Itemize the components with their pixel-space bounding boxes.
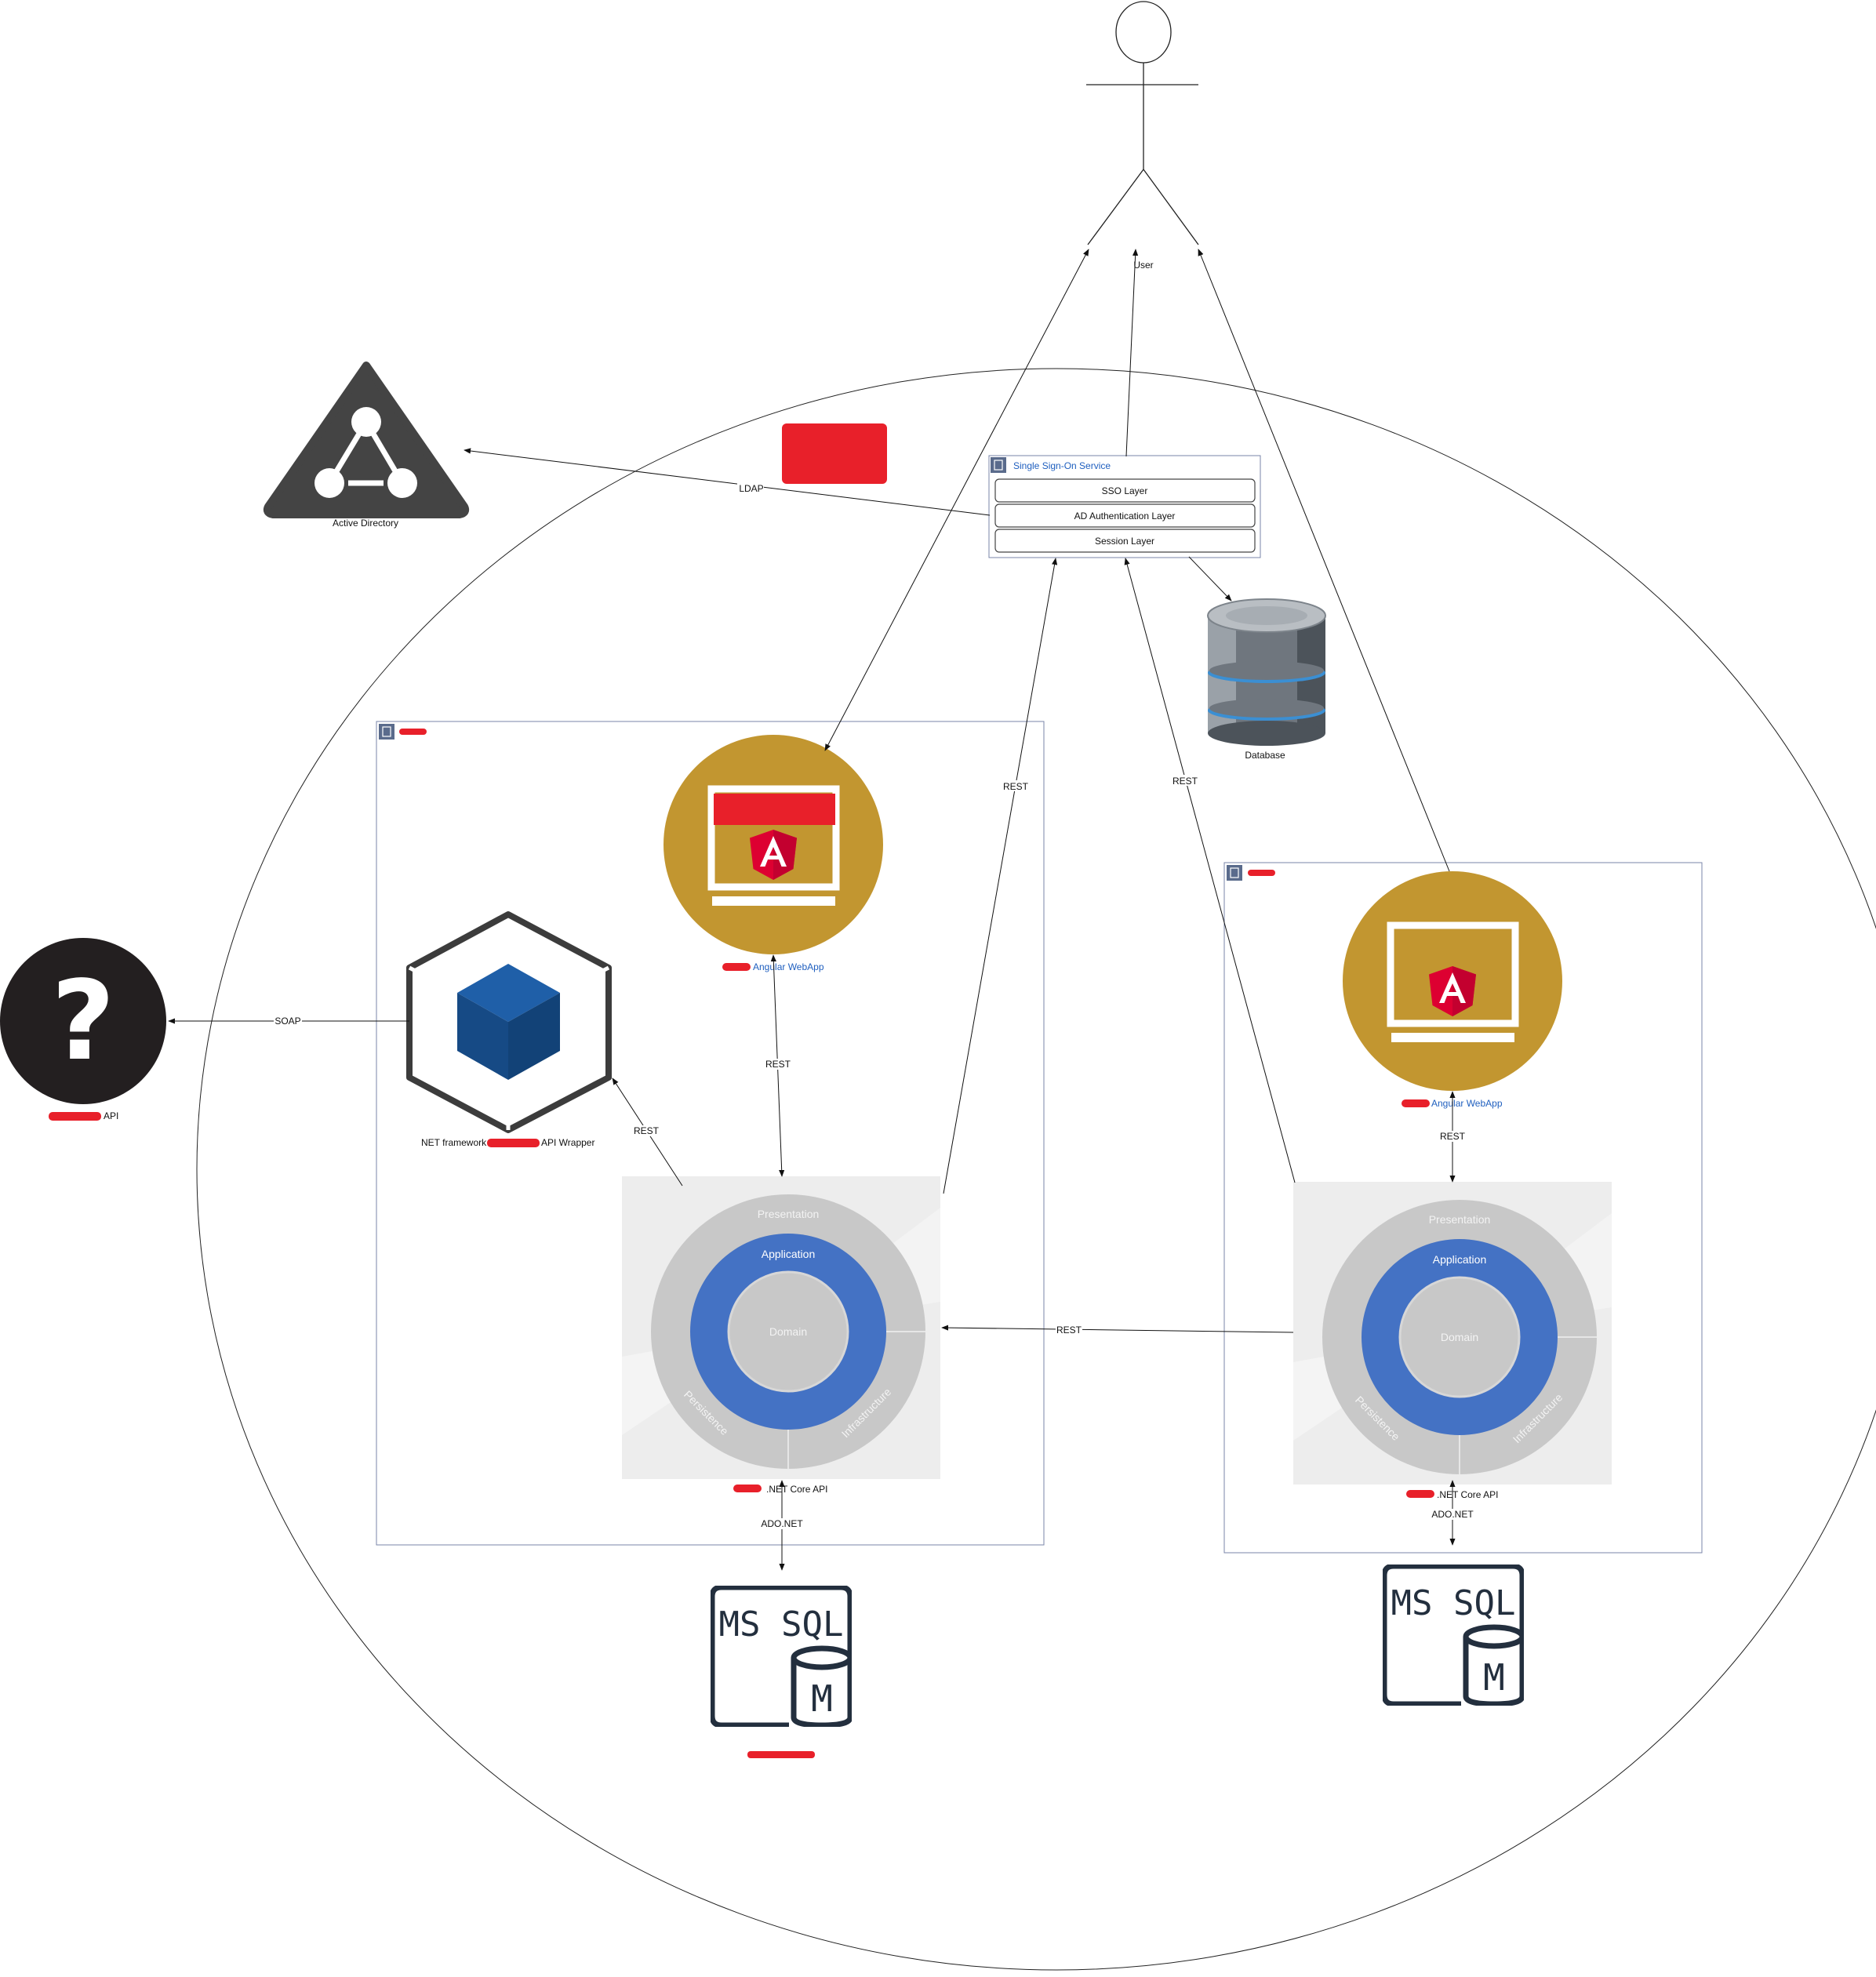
app2-server-icon [1227, 865, 1242, 881]
app1-server-icon [379, 724, 394, 740]
app2-redacted-title [1248, 870, 1275, 876]
rest-label-webapp2-api2: REST [1440, 1131, 1466, 1142]
ad-authentication-layer-label: AD Authentication Layer [1074, 511, 1176, 522]
rest-label-api2-api1: REST [1056, 1325, 1082, 1336]
app1-webapp-label: Angular WebApp [753, 961, 824, 972]
edge-api2-api1-rest [941, 1325, 1294, 1333]
rest-label-api1-sso: REST [1003, 781, 1029, 792]
user-actor[interactable] [1086, 1, 1199, 245]
app2-onion-architecture[interactable]: Presentation Application Domain Persiste… [1293, 1182, 1612, 1485]
redacted-label [782, 423, 887, 484]
database-label: Database [1245, 750, 1285, 761]
unknown-api-label: API [104, 1110, 118, 1121]
app2-mssql-icon[interactable]: MS SQL M [1384, 1566, 1522, 1704]
edge-webapp1-user [824, 249, 1089, 751]
sso-title: Single Sign-On Service [1013, 460, 1111, 471]
unknown-api-icon[interactable]: ? [0, 938, 166, 1104]
rest-label-api1-wrapper: REST [634, 1125, 660, 1136]
app1-mssql-icon[interactable]: MS SQL M [712, 1587, 850, 1725]
mssql-label: MS SQL [1391, 1583, 1516, 1623]
edge-sso-to-user [1125, 249, 1139, 457]
edge-api1-sso-rest [943, 558, 1058, 1194]
app1-redacted-screen [714, 794, 835, 825]
active-directory-icon[interactable] [263, 362, 470, 518]
onion-presentation-label: Presentation [1429, 1213, 1491, 1226]
app1-onion-architecture[interactable]: Presentation Application Domain Persiste… [622, 1176, 940, 1479]
server-icon [991, 457, 1006, 473]
app2-api-redacted [1406, 1490, 1434, 1498]
onion-domain-label: Domain [769, 1325, 807, 1338]
database-icon[interactable] [1207, 598, 1326, 746]
onion-application-label: Application [1433, 1253, 1487, 1266]
onion-presentation-label: Presentation [758, 1208, 820, 1220]
onion-domain-label: Domain [1441, 1331, 1478, 1343]
mssql-label: MS SQL [719, 1604, 844, 1644]
app1-container[interactable] [376, 721, 1045, 1546]
api-wrapper-cube-icon[interactable] [406, 911, 612, 1133]
unknown-api-redacted [49, 1112, 101, 1121]
ldap-label: LDAP [739, 483, 763, 494]
edge-sso-ad-ldap [464, 448, 991, 516]
app1-api-redacted [733, 1485, 762, 1492]
soap-label: SOAP [274, 1016, 300, 1027]
app2-webapp-redacted [1402, 1099, 1430, 1107]
question-mark-icon: ? [51, 958, 115, 1085]
adonet-label-2: ADO.NET [1431, 1509, 1474, 1520]
onion-application-label: Application [762, 1248, 816, 1260]
edge-webapp2-user [1198, 249, 1450, 872]
api-wrapper-redacted [487, 1139, 540, 1147]
rest-label-webapp1-api1: REST [765, 1059, 791, 1070]
api-wrapper-label-suffix: API Wrapper [541, 1137, 594, 1148]
sso-layer-label: SSO Layer [1102, 485, 1148, 496]
edge-api2-sso-rest [1124, 558, 1296, 1183]
app1-angular-webapp-icon[interactable] [664, 735, 883, 954]
app2-angular-webapp-icon[interactable] [1343, 871, 1562, 1091]
api-wrapper-label-prefix: NET framework [421, 1137, 487, 1148]
app2-container[interactable] [1223, 862, 1703, 1554]
rest-label-api2-sso: REST [1172, 776, 1198, 787]
mssql-m-glyph: M [811, 1677, 833, 1720]
app2-webapp-label: Angular WebApp [1431, 1098, 1503, 1109]
adonet-label-1: ADO.NET [761, 1518, 803, 1529]
session-layer-label: Session Layer [1095, 536, 1154, 547]
app2-api-label: .NET Core API [1437, 1489, 1498, 1500]
active-directory-label: Active Directory [333, 518, 398, 529]
user-label: User [1133, 260, 1153, 271]
sso-service-container[interactable]: Single Sign-On Service SSO Layer AD Auth… [988, 455, 1261, 558]
app1-db-redacted [747, 1751, 815, 1758]
app1-webapp-redacted [722, 963, 751, 971]
user-head [1115, 1, 1172, 64]
edge-sso-database [1188, 556, 1232, 601]
app1-api-label: .NET Core API [766, 1484, 827, 1495]
edge-labels: LDAP SOAP REST REST REST REST REST REST … [274, 482, 1474, 1529]
mssql-m-glyph: M [1483, 1656, 1505, 1699]
system-boundary-circle [196, 368, 1876, 1971]
app1-redacted-title [399, 729, 427, 735]
